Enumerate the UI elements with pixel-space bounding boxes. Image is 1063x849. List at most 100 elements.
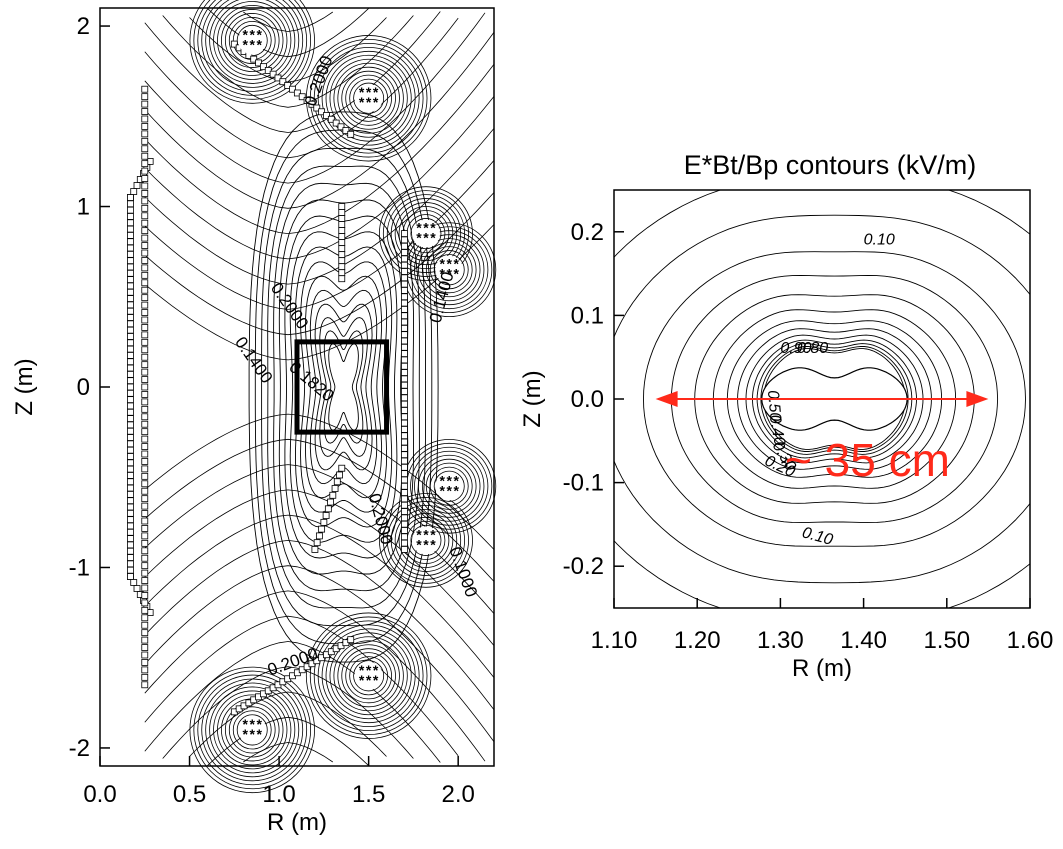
coil-bg	[435, 472, 464, 501]
wall-marker	[127, 560, 134, 568]
wall-marker	[141, 435, 149, 443]
coil-glyph: *	[359, 94, 365, 110]
coil-contour	[418, 454, 481, 518]
coil-glyph: *	[454, 482, 460, 498]
coil-glyph: *	[430, 230, 436, 246]
wall-marker	[401, 242, 408, 250]
wall-marker	[311, 546, 319, 553]
wall-marker	[127, 358, 134, 366]
coil-contour	[433, 470, 465, 502]
wall-marker	[401, 293, 408, 301]
flux-contour	[261, 147, 426, 627]
wall-marker	[127, 459, 134, 467]
coil-contour	[386, 501, 466, 580]
wall-marker	[401, 432, 408, 440]
wall-marker	[130, 188, 138, 195]
wall-marker	[401, 426, 408, 433]
coil-glyph: *	[250, 26, 256, 42]
wall-marker	[401, 375, 408, 383]
wall-marker	[127, 370, 134, 378]
wall-marker	[401, 495, 408, 503]
wall-marker	[127, 200, 134, 208]
wall-marker	[401, 539, 408, 547]
wall-marker	[141, 420, 149, 428]
wall-marker	[141, 659, 149, 666]
wall-marker	[293, 89, 301, 97]
left-xtick-label: 0.5	[173, 781, 206, 808]
arrow-head-right	[966, 391, 989, 407]
wall-marker	[322, 512, 330, 519]
wall-marker	[127, 484, 134, 492]
wall-marker	[401, 457, 408, 465]
coil-contour	[382, 190, 469, 277]
wall-marker	[130, 579, 138, 586]
field-line	[144, 160, 495, 310]
wall-marker	[401, 305, 408, 313]
wall-marker	[127, 402, 134, 410]
wall-marker	[401, 489, 408, 496]
wall-marker	[127, 547, 134, 555]
wall-marker	[127, 383, 134, 391]
field-line	[144, 96, 495, 260]
wall-marker	[313, 539, 321, 547]
coil-glyph: *	[373, 94, 379, 110]
wall-marker	[127, 446, 134, 454]
wall-marker	[127, 238, 134, 246]
field-line	[144, 464, 495, 614]
wall-marker	[401, 463, 408, 471]
wall-marker	[127, 263, 134, 271]
wall-marker	[347, 130, 355, 138]
wall-marker	[141, 525, 149, 532]
field-line	[144, 192, 495, 336]
field-line	[144, 615, 459, 757]
left-ytick-label: -1	[69, 554, 90, 581]
wall-marker	[141, 100, 149, 108]
contour-label: 0.50	[764, 390, 784, 423]
wall-marker	[141, 257, 149, 264]
field-line	[144, 539, 495, 710]
wall-marker	[141, 368, 149, 376]
flux-contour	[289, 231, 398, 543]
wall-marker	[127, 326, 134, 334]
coil-bg	[354, 661, 383, 690]
field-contour	[614, 190, 1030, 608]
wall-marker	[284, 82, 292, 89]
wall-marker	[308, 100, 316, 108]
coil-glyph: *	[430, 220, 436, 236]
coil-contour	[228, 706, 276, 754]
wall-marker	[141, 175, 149, 182]
wall-marker	[401, 533, 408, 541]
flux-contour	[278, 199, 409, 575]
wall-marker	[141, 346, 149, 354]
wall-marker	[141, 286, 149, 294]
wall-marker	[141, 517, 149, 525]
coil-contour	[390, 504, 462, 576]
wall-marker	[127, 288, 134, 296]
coil-contour	[232, 710, 272, 750]
wall-marker	[127, 503, 134, 511]
wall-marker	[401, 444, 408, 452]
flux-contour	[323, 330, 364, 444]
wall-marker	[141, 234, 149, 242]
wall-marker	[141, 331, 149, 339]
wall-marker	[401, 482, 408, 490]
wall-marker	[141, 279, 149, 287]
contour-label: 0.40	[766, 413, 788, 447]
coil-glyph: *	[373, 672, 379, 688]
coil-contour	[337, 66, 400, 130]
wall-marker	[127, 554, 134, 561]
flux-contour	[328, 343, 359, 431]
wall-marker	[141, 592, 149, 599]
coil-contour	[398, 206, 454, 262]
wall-marker	[141, 599, 149, 607]
wall-marker	[141, 651, 149, 659]
coil-glyph: *	[416, 536, 422, 552]
right-ytick-label: -0.2	[563, 553, 604, 580]
coil-glyph: *	[423, 230, 429, 246]
wall-marker	[401, 350, 408, 358]
wall-marker	[141, 510, 149, 517]
wall-marker	[127, 472, 134, 479]
wall-marker	[141, 502, 149, 510]
left-xtick-label: 1.5	[352, 781, 385, 808]
left-contour-lines	[144, 0, 497, 794]
